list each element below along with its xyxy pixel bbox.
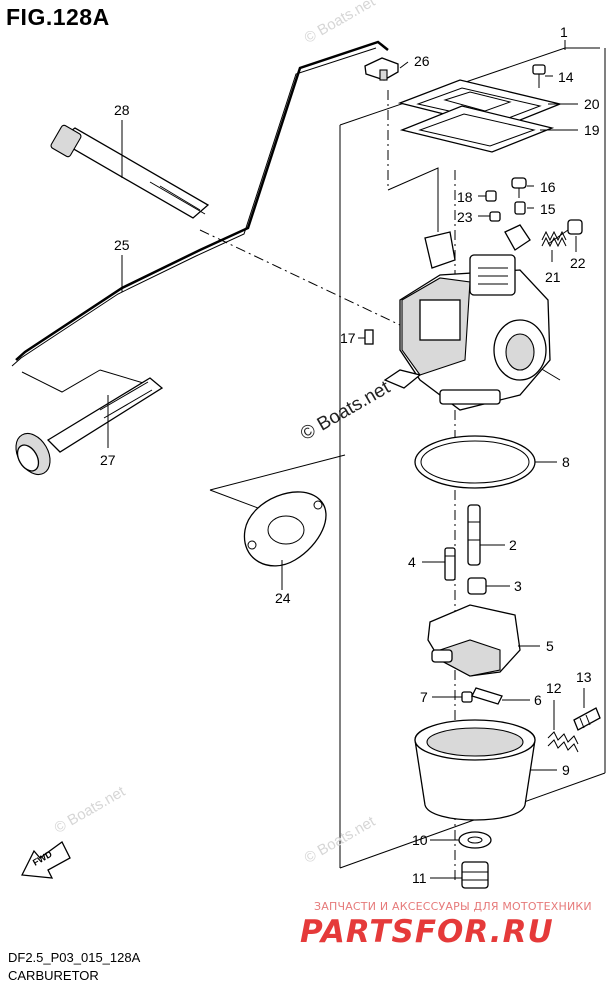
part-float <box>427 604 521 677</box>
part-bolt <box>50 124 210 219</box>
callout-13: 13 <box>576 669 592 685</box>
part-jet <box>444 547 456 581</box>
callout-24: 24 <box>275 590 291 606</box>
figure-code: DF2.5_P03_015_128A <box>8 950 141 965</box>
leader-lines <box>107 40 585 879</box>
part-screw-small <box>532 64 546 88</box>
part-gasket-lower <box>399 105 555 153</box>
callout-8: 8 <box>562 454 570 470</box>
part-float-bowl <box>414 719 536 821</box>
part-pin <box>461 691 473 703</box>
callout-10: 10 <box>412 832 428 848</box>
part-nozzle <box>467 504 481 566</box>
shop-brand-logo: PARTSFOR.RU <box>300 914 554 950</box>
part-washer <box>458 831 492 849</box>
part-spring-idle <box>541 230 567 248</box>
part-rod <box>11 40 389 367</box>
callout-20: 20 <box>584 96 600 112</box>
callout-4: 4 <box>408 554 416 570</box>
callout-23: 23 <box>457 209 473 225</box>
fwd-arrow: FWD <box>20 841 71 879</box>
callout-1: 1 <box>560 24 568 40</box>
callout-7: 7 <box>420 689 428 705</box>
callout-12: 12 <box>546 680 562 696</box>
part-o-ring <box>414 435 536 489</box>
part-drain-bolt <box>461 861 489 889</box>
carburetor-body <box>364 224 551 411</box>
callout-numbers: 1 2 3 4 5 6 7 8 9 10 11 12 13 14 15 16 1… <box>100 24 600 886</box>
figure-title: FIG.128A <box>6 4 110 30</box>
part-screw-mixture <box>573 707 601 731</box>
callout-19: 19 <box>584 122 600 138</box>
callout-14: 14 <box>558 69 574 85</box>
callout-26: 26 <box>414 53 430 69</box>
part-needle <box>471 687 503 705</box>
callout-11: 11 <box>412 870 427 886</box>
part-small-screws <box>485 177 527 222</box>
part-screw-idle <box>547 219 583 245</box>
part-gasket-flange <box>243 491 327 567</box>
callout-21: 21 <box>545 269 561 285</box>
part-seat <box>467 577 487 595</box>
part-clip <box>364 57 399 81</box>
callout-5: 5 <box>546 638 554 654</box>
callout-15: 15 <box>540 201 556 217</box>
callout-3: 3 <box>514 578 522 594</box>
part-spring-mixture <box>547 731 579 753</box>
callout-25: 25 <box>114 237 130 253</box>
callout-9: 9 <box>562 762 570 778</box>
callout-6: 6 <box>534 692 542 708</box>
callout-2: 2 <box>509 537 517 553</box>
callout-28: 28 <box>114 102 130 118</box>
callout-18: 18 <box>457 189 473 205</box>
callout-16: 16 <box>540 179 556 195</box>
callout-27: 27 <box>100 452 116 468</box>
callout-22: 22 <box>570 255 586 271</box>
callout-17: 17 <box>340 330 356 346</box>
part-knob-shaft <box>15 377 164 476</box>
figure-name: CARBURETOR <box>8 968 99 983</box>
shop-tagline: ЗАПЧАСТИ И АКСЕССУАРЫ ДЛЯ МОТОТЕХНИКИ <box>314 900 592 913</box>
